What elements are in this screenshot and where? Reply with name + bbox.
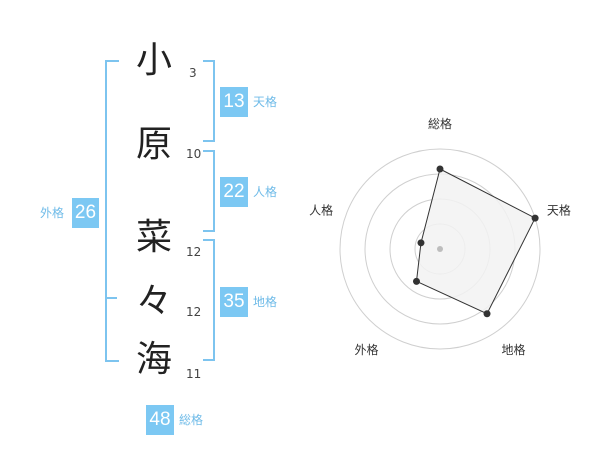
radar-point-5 bbox=[417, 239, 425, 247]
radar-center-dot bbox=[437, 246, 443, 252]
stroke-count-3: 12 bbox=[186, 245, 202, 259]
soukaku-label: 総格 bbox=[179, 413, 204, 427]
chikaku-bracket bbox=[203, 239, 215, 361]
gaikaku-label: 外格 bbox=[40, 206, 65, 220]
tenkaku-value-badge: 13 bbox=[220, 87, 248, 117]
name-char-1: 小 bbox=[135, 40, 172, 81]
radar-axis-label-4: 外格 bbox=[355, 342, 379, 357]
radar-area bbox=[415, 168, 536, 315]
radar-ring-4 bbox=[339, 148, 541, 350]
soukaku-value-badge: 48 bbox=[146, 405, 174, 435]
radar-point-3 bbox=[483, 310, 491, 318]
jinkaku-label: 人格 bbox=[253, 185, 278, 199]
jinkaku-bracket bbox=[203, 150, 215, 232]
gaikaku-bracket-mid-tick bbox=[107, 297, 117, 299]
stroke-count-1: 3 bbox=[189, 66, 197, 80]
tenkaku-label: 天格 bbox=[253, 95, 278, 109]
radar-axis-label-3: 地格 bbox=[501, 342, 525, 357]
name-char-2: 原 bbox=[135, 124, 172, 165]
chikaku-value-badge: 35 bbox=[220, 287, 248, 317]
gaikaku-bracket bbox=[105, 60, 119, 362]
name-char-3: 菜 bbox=[135, 217, 172, 258]
stroke-count-4: 12 bbox=[186, 305, 202, 319]
radar-point-1 bbox=[436, 165, 444, 173]
chikaku-label: 地格 bbox=[253, 295, 278, 309]
name-char-5: 海 bbox=[135, 339, 172, 380]
tenkaku-bracket bbox=[203, 60, 215, 142]
radar-axis-label-1: 総格 bbox=[428, 116, 452, 131]
radar-point-2 bbox=[531, 214, 539, 222]
stroke-count-2: 10 bbox=[186, 147, 202, 161]
stroke-count-5: 11 bbox=[186, 367, 202, 381]
gaikaku-value-badge: 26 bbox=[72, 198, 99, 228]
radar-point-4 bbox=[412, 277, 420, 285]
radar-axis-label-2: 天格 bbox=[547, 202, 571, 217]
radar-axis-label-5: 人格 bbox=[309, 202, 333, 217]
jinkaku-value-badge: 22 bbox=[220, 177, 248, 207]
name-char-4: 々 bbox=[135, 281, 172, 322]
